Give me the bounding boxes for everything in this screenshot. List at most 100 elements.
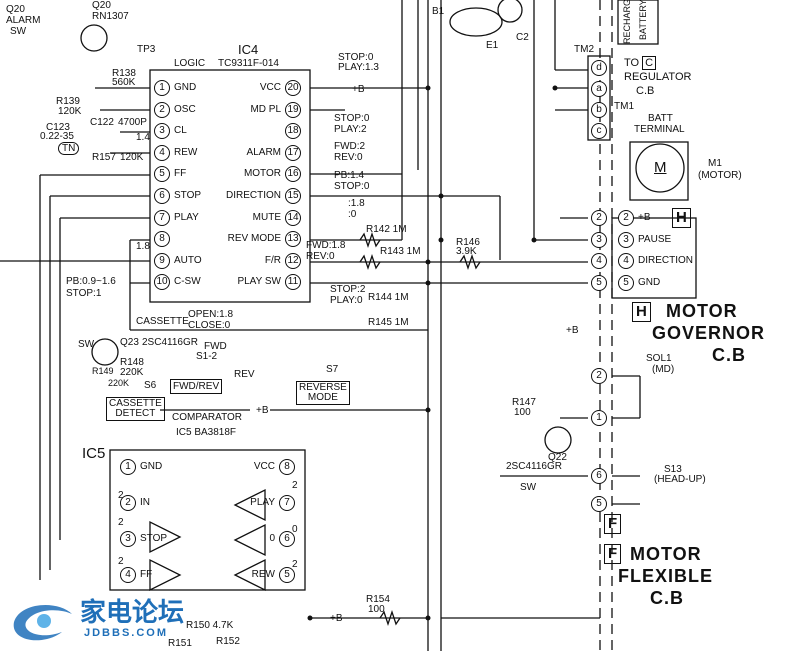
ic4-pin-2: 2 <box>154 101 170 118</box>
h-box-title: H <box>632 302 651 322</box>
ic5-pin-label-7: PLAY <box>250 497 275 508</box>
r154-value: 100 <box>368 604 385 615</box>
mute-18: :1.8 <box>348 198 365 209</box>
vcc-stop: STOP:0 <box>338 52 374 63</box>
c122-value: 4700P <box>118 117 147 128</box>
reverse-mode-box: REVERSE MODE <box>296 381 350 405</box>
fwd-rev-box: FWD/REV <box>170 379 223 394</box>
e1-label: E1 <box>486 40 499 51</box>
ic4-pin-17: 17 <box>285 144 301 161</box>
cassette-detect-line1: CASSETTE <box>109 398 162 409</box>
ic4-pin-label-12: F/R <box>264 254 281 266</box>
h-title-governor: GOVERNOR <box>652 323 766 343</box>
s1-2-label: S1-2 <box>196 351 218 362</box>
ic4-pin-4: 4 <box>154 144 170 161</box>
h-right-pin-label-4: DIRECTION <box>638 255 693 266</box>
cassette-detect-box: CASSETTE DETECT <box>106 397 165 421</box>
to-word: TO <box>624 57 640 69</box>
fr-rev: REV:0 <box>306 251 335 262</box>
to-regulator-cb: C.B <box>636 85 655 97</box>
ic4-pin-19: 19 <box>285 101 301 118</box>
q22-type: 2SC4116GR <box>506 461 562 472</box>
r157-label: R157 <box>92 152 116 163</box>
plus-b-comparator: +B <box>256 405 269 416</box>
h-right-pin-label-5: GND <box>638 276 661 288</box>
ic4-name: IC4 <box>238 42 259 57</box>
ic4-pin-13: 13 <box>285 231 301 248</box>
ic4-pin-7: 7 <box>154 209 170 226</box>
rev-label: REV <box>234 369 255 380</box>
r152-label: R152 <box>216 636 240 647</box>
ic5-v2b: 2 <box>118 517 124 528</box>
q20-ref: Q20 <box>6 4 25 15</box>
r138-value: 560K <box>112 77 136 88</box>
ic4-pin-label-19: MD PL <box>250 103 281 115</box>
f-title-cb: C.B <box>650 588 684 608</box>
pb-voltage: PB:0.9~1.6 <box>66 276 116 287</box>
stop-voltage: STOP:1 <box>66 288 102 299</box>
plus-b-top: +B <box>352 84 365 95</box>
v18-label: 1.8 <box>136 241 150 252</box>
open-voltage: OPEN:1.8 <box>188 309 234 320</box>
alarm-fwd: FWD:2 <box>334 141 366 152</box>
h-right-pin-4: 4 <box>618 253 634 269</box>
ic4-pin-label-9: AUTO <box>174 254 202 266</box>
ic5-pin-7: 7 <box>279 495 295 511</box>
ic5-pin-label-3: STOP <box>140 533 168 544</box>
ic4-pin-label-13: REV MODE <box>227 233 281 245</box>
cassette-detect-line2: DETECT <box>115 408 156 419</box>
h-connector-frame <box>611 217 697 299</box>
m1-label: M1 <box>708 158 722 169</box>
ic4-body <box>149 69 311 303</box>
tp3-label: TP3 <box>137 44 156 55</box>
ic4-pin-20: 20 <box>285 80 301 96</box>
q23-label: Q23 <box>120 337 139 348</box>
tm-pin-b: b <box>591 102 607 118</box>
close-voltage: CLOSE:0 <box>188 320 231 331</box>
ic4-pin-5: 5 <box>154 166 170 183</box>
ic5-pin-label-6: 0 <box>269 533 275 544</box>
r157-value: 120K <box>120 152 144 163</box>
r144-label: R144 1M <box>368 292 409 303</box>
r146-value: 3.9K <box>456 246 477 257</box>
regulator-box: C <box>642 56 657 70</box>
ic4-pin-6: 6 <box>154 188 170 204</box>
r148-value: 220K <box>120 367 144 378</box>
f-pin-6: 6 <box>591 468 607 484</box>
sol1-label: SOL1 <box>646 353 672 364</box>
ic4-pin-14: 14 <box>285 209 301 226</box>
s6-label: S6 <box>144 380 157 391</box>
sw-label: SW <box>78 339 95 350</box>
ic4-pin-label-2: OSC <box>174 103 196 115</box>
ic5-pin-4: 4 <box>120 567 136 583</box>
logo-site: JDBBS.COM <box>84 627 169 639</box>
fr-fwd: FWD:1.8 <box>306 240 346 251</box>
ic4-pin-label-17: ALARM <box>246 146 281 158</box>
c123-label: C123 <box>46 122 70 133</box>
h-right-pin-label-2: +B <box>638 212 651 223</box>
b1-label: B1 <box>432 6 445 17</box>
mdpl-stop: STOP:0 <box>334 113 370 124</box>
r147-value: 100 <box>514 407 531 418</box>
r138-label: R138 <box>112 68 136 79</box>
ic4-pin-label-20: VCC <box>259 82 281 93</box>
ic5-pin-label-4: FF <box>140 569 153 580</box>
q20-part: Q20 <box>92 0 111 11</box>
plus-b-bottom: +B <box>330 613 343 624</box>
battery-line1: RECHARGEABLE <box>622 0 632 44</box>
alarm-rev: REV:0 <box>334 152 363 163</box>
r154-label: R154 <box>366 594 390 605</box>
h-left-pin-3: 3 <box>591 231 607 248</box>
r150-label: R150 4.7K <box>186 620 234 631</box>
site-logo: 家电论坛 JDBBS.COM <box>0 592 200 651</box>
r145-label: R145 1M <box>368 317 409 328</box>
q23-type: 2SC4116GR <box>142 337 198 348</box>
ic4-pin-8: 8 <box>154 231 170 248</box>
r147-label: R147 <box>512 397 536 408</box>
ic4-pin-16: 16 <box>285 166 301 183</box>
sol1-type: (MD) <box>652 364 675 375</box>
ic4-pin-label-1: GND <box>174 82 197 93</box>
ic4-logic: LOGIC <box>174 58 206 69</box>
